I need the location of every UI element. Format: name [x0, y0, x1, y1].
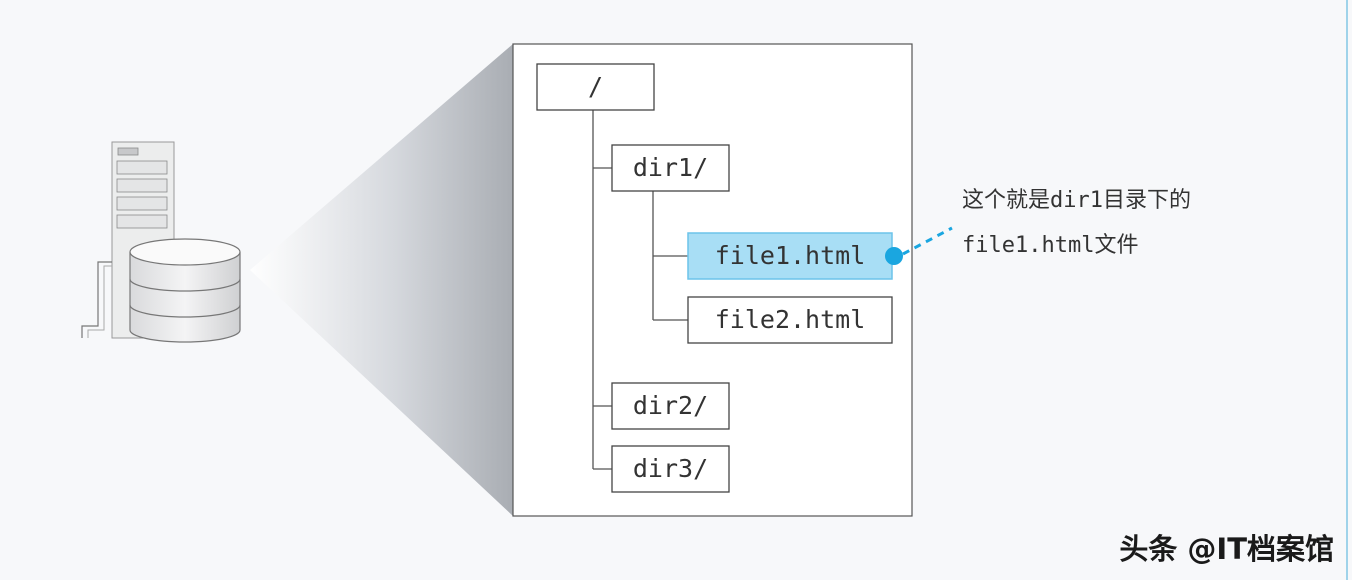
callout-annotation: 这个就是dir1目录下的 file1.html文件 [962, 178, 1191, 268]
tree-node-dir2-label: dir2/ [633, 391, 708, 420]
tree-node-file2: file2.html [687, 296, 893, 344]
directory-tree-panel [512, 43, 913, 517]
zoom-beam [250, 44, 513, 516]
callout-line-1: 这个就是dir1目录下的 [962, 188, 1191, 213]
tree-node-dir1: dir1/ [611, 144, 730, 192]
tree-node-dir1-label: dir1/ [633, 153, 708, 182]
tree-node-dir2: dir2/ [611, 382, 730, 430]
callout-leader-line [902, 226, 953, 256]
tree-node-dir3-label: dir3/ [633, 454, 708, 483]
database-icon [129, 238, 241, 343]
tree-node-file1: file1.html [687, 232, 893, 280]
callout-marker-dot [885, 247, 903, 265]
tree-node-root-label: / [588, 72, 603, 101]
tree-connectors [592, 110, 688, 470]
right-edge-rule [1346, 0, 1348, 580]
callout-line-2: file1.html文件 [962, 233, 1139, 258]
tree-node-file1-label: file1.html [715, 241, 866, 270]
tree-node-dir3: dir3/ [611, 445, 730, 493]
tree-node-file2-label: file2.html [715, 305, 866, 334]
tree-node-root: / [536, 63, 655, 111]
watermark-text: 头条 @IT档案馆 [1119, 532, 1334, 566]
